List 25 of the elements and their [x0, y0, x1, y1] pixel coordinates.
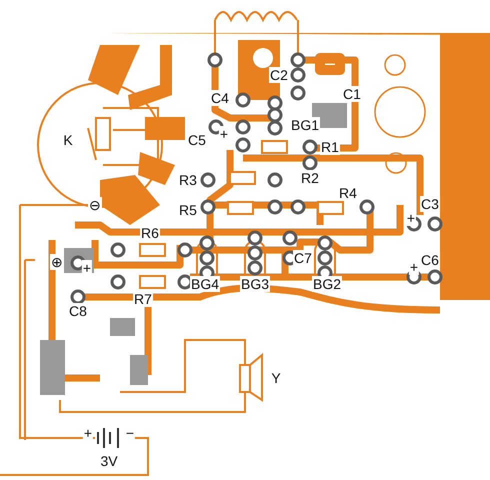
component-label: K — [62, 132, 74, 148]
component-label: C4 — [210, 90, 230, 106]
component-label: BG4 — [190, 276, 220, 292]
component-label: C8 — [68, 303, 88, 319]
component-label: BG3 — [240, 276, 270, 292]
component-label: C3 — [420, 196, 440, 212]
component-label: C7 — [293, 250, 313, 266]
component-label: R4 — [338, 185, 358, 201]
component-label: Y — [270, 370, 282, 386]
component-label: ⊖ — [88, 197, 102, 213]
component-label: C2 — [269, 67, 289, 83]
component-label: C5 — [187, 132, 207, 148]
component-label: R2 — [300, 170, 320, 186]
component-label: + — [82, 260, 92, 276]
component-label: R6 — [140, 225, 160, 241]
component-label: C1 — [342, 86, 362, 102]
component-label: BG1 — [290, 117, 320, 133]
component-label: R7 — [133, 291, 153, 307]
component-label: C6 — [420, 252, 440, 268]
component-label: BG2 — [312, 276, 342, 292]
component-label: R1 — [320, 139, 340, 155]
component-label: R3 — [178, 172, 198, 188]
component-label: R5 — [178, 202, 198, 218]
component-label: ⊕ — [50, 254, 64, 270]
component-label: 3V — [99, 453, 119, 469]
